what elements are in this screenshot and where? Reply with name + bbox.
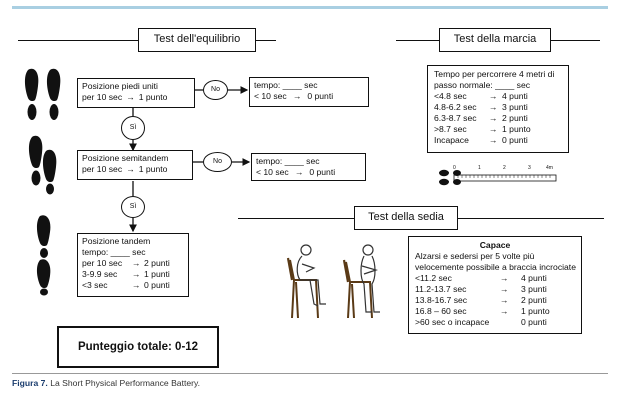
semitandem-label: Posizione semitandem: [82, 153, 169, 163]
result-2-points: 0 punti: [309, 167, 336, 177]
semitandem-box: Posizione semitandem per 10 sec → 1 punt…: [77, 150, 193, 180]
balance-title: Test dell'equilibrio: [138, 28, 256, 52]
chair-stand-figures-icon: [286, 244, 380, 319]
arrow-icon: →: [126, 164, 135, 174]
figure-caption: Figura 7. La Short Physical Performance …: [12, 378, 200, 388]
feet-together-points: 1 punto: [138, 92, 168, 102]
result-2-threshold: < 10 sec: [256, 167, 289, 177]
no-circle-2: No: [203, 152, 232, 172]
result-box-1: tempo: ____ sec < 10 sec → 0 punti: [249, 77, 369, 107]
bottom-rule: [12, 373, 608, 374]
gait-row: Incapace → 0 punti: [434, 135, 528, 145]
chair-row: 16.8 – 60 sec → 1 punto: [415, 306, 550, 316]
arrow-icon: →: [499, 273, 509, 283]
feet-together-icon: [24, 68, 61, 120]
total-score-box: Punteggio totale: 0-12: [57, 326, 219, 368]
ruler-label: 1: [478, 165, 481, 171]
arrow-icon: →: [499, 295, 509, 305]
gait-intro-1: Tempo per percorrere 4 metri di: [434, 69, 555, 79]
chair-row: 13.8-16.7 sec → 2 punti: [415, 295, 547, 305]
tandem-label: Posizione tandem: [82, 236, 151, 246]
tandem-row: <3 sec → 0 punti: [82, 280, 170, 290]
tandem-row: per 10 sec → 2 punti: [82, 258, 170, 268]
si-circle-1: Sì: [121, 116, 145, 140]
arrow-icon: →: [488, 91, 498, 101]
gait-title: Test della marcia: [439, 28, 551, 52]
arrow-icon: →: [131, 258, 141, 268]
feet-together-box: Posizione piedi uniti per 10 sec → 1 pun…: [77, 78, 195, 108]
gait-row: >8.7 sec → 1 punto: [434, 124, 531, 134]
si-circle-2: Sì: [121, 196, 145, 218]
caption-text: La Short Physical Performance Battery.: [50, 378, 201, 388]
arrow-icon: →: [131, 280, 141, 290]
gait-row: 4.8-6.2 sec → 3 punti: [434, 102, 528, 112]
arrow-icon: →: [488, 113, 498, 123]
no-circle-1: No: [203, 80, 228, 100]
ruler-label: 0: [453, 165, 456, 171]
arrow-icon: →: [126, 92, 135, 102]
arrow-icon: →: [488, 135, 498, 145]
ruler-label: 2: [503, 165, 506, 171]
gait-intro-2: passo normale: ____ sec: [434, 80, 531, 90]
total-score: Punteggio totale: 0-12: [77, 341, 199, 353]
gait-row: 6.3-8.7 sec → 2 punti: [434, 113, 528, 123]
result-1-threshold: < 10 sec: [254, 91, 287, 101]
arrow-icon: →: [294, 167, 304, 177]
feet-semitandem-icon: [28, 135, 57, 195]
gait-box: Tempo per percorrere 4 metri di passo no…: [427, 65, 569, 153]
semitandem-duration: per 10 sec: [82, 164, 123, 174]
arrow-icon: →: [499, 306, 509, 316]
chair-row: <11.2 sec → 4 punti: [415, 273, 547, 283]
feet-together-label: Posizione piedi uniti: [82, 81, 158, 91]
result-1-time: tempo: ____ sec: [254, 80, 318, 90]
feet-together-duration: per 10 sec: [82, 92, 123, 102]
gait-row: <4.8 sec → 4 punti: [434, 91, 528, 101]
top-rule: [12, 6, 608, 9]
feet-tandem-icon: [36, 215, 51, 296]
arrow-icon: →: [292, 91, 302, 101]
tandem-row: 3-9.9 sec → 1 punti: [82, 269, 170, 279]
arrow-icon: →: [131, 269, 141, 279]
chair-title: Test della sedia: [354, 206, 458, 230]
arrow-icon: →: [488, 102, 498, 112]
chair-box: Capace Alzarsi e sedersi per 5 volte più…: [408, 236, 582, 334]
result-2-time: tempo: ____ sec: [256, 156, 320, 166]
walking-ruler-icon: [439, 169, 557, 186]
ruler-label: 4m: [546, 165, 553, 171]
chair-row: >60 sec o incapace 0 punti: [415, 317, 547, 327]
tandem-time: tempo: ____ sec: [82, 247, 146, 257]
caption-label: Figura 7.: [12, 378, 48, 388]
result-box-2: tempo: ____ sec < 10 sec → 0 punti: [251, 153, 366, 181]
tandem-box: Posizione tandem tempo: ____ sec per 10 …: [77, 233, 189, 297]
semitandem-points: 1 punto: [138, 164, 168, 174]
arrow-icon: →: [499, 284, 509, 294]
chair-desc-1: Alzarsi e sedersi per 5 volte più: [415, 251, 535, 261]
result-1-points: 0 punti: [307, 91, 334, 101]
arrow-icon: →: [488, 124, 498, 134]
ruler-label: 3: [528, 165, 531, 171]
chair-heading: Capace: [479, 240, 511, 250]
chair-desc-2: velocemente possibile a braccia incrocia…: [415, 262, 576, 272]
chair-row: 11.2-13.7 sec → 3 punti: [415, 284, 547, 294]
